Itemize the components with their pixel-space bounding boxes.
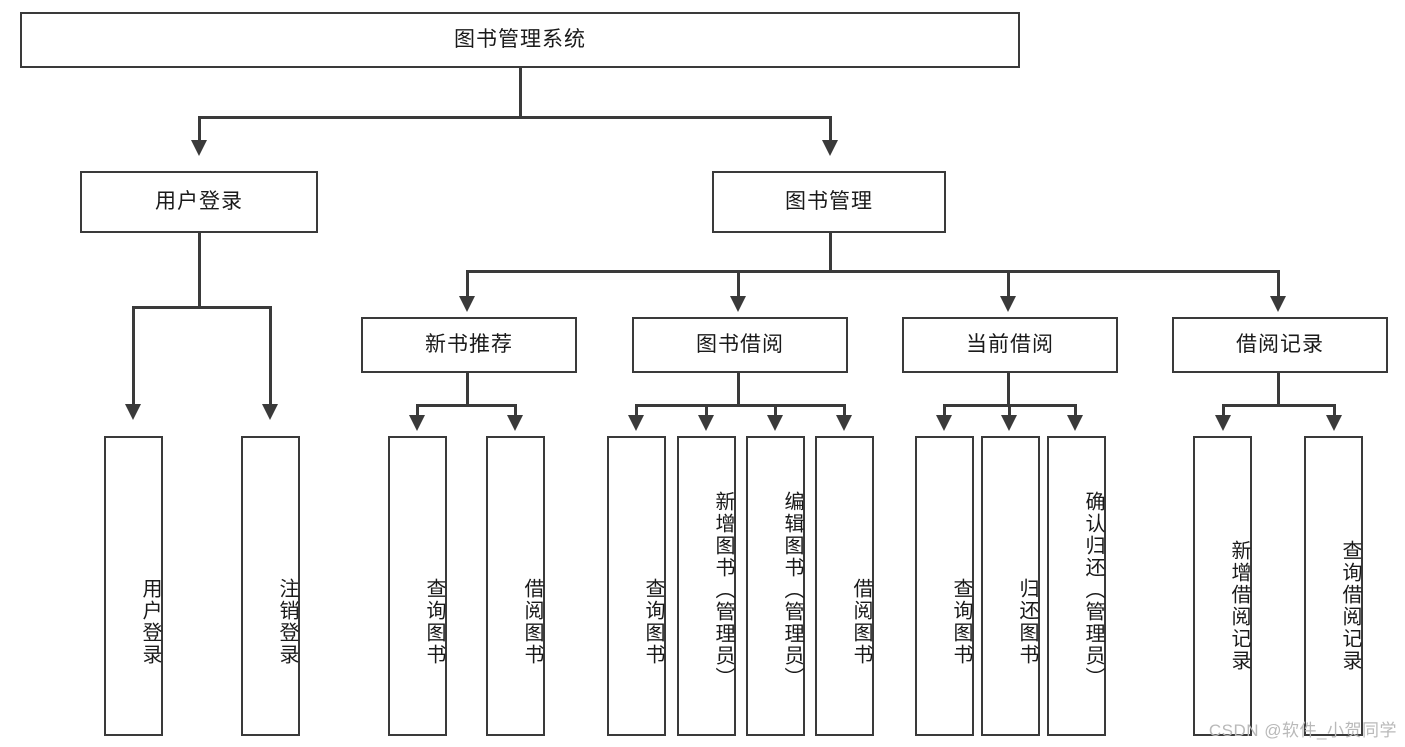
arrow-to-leaf-confirm-return xyxy=(1067,415,1083,431)
edge-bm-to-borrow-record xyxy=(1277,270,1280,298)
node-leaf-query-book-3[interactable]: 查询图书 xyxy=(915,436,974,736)
node-leaf-borrow-book-2-label: 借阅图书 xyxy=(850,578,872,666)
arrow-to-leaf-return-book xyxy=(1001,415,1017,431)
edge-br-to-leaf1 xyxy=(1222,404,1225,418)
edge-bb-to-leaf4 xyxy=(843,404,846,418)
arrow-to-leaf-query-book-2 xyxy=(628,415,644,431)
edge-cb-to-leaf3 xyxy=(1074,404,1077,418)
node-current-borrow-label: 当前借阅 xyxy=(966,332,1054,356)
node-leaf-query-book-3-label: 查询图书 xyxy=(950,578,972,666)
arrow-to-leaf-query-record xyxy=(1326,415,1342,431)
node-leaf-query-record[interactable]: 查询借阅记录 xyxy=(1304,436,1363,736)
node-current-borrow[interactable]: 当前借阅 xyxy=(902,317,1118,373)
arrow-to-user-login xyxy=(191,140,207,156)
arrow-to-borrow-record xyxy=(1270,296,1286,312)
node-leaf-query-book-1-label: 查询图书 xyxy=(423,578,445,666)
node-borrow-record[interactable]: 借阅记录 xyxy=(1172,317,1388,373)
node-leaf-edit-book-label: 编辑图书（管理员） xyxy=(781,491,803,689)
arrow-to-book-manage xyxy=(822,140,838,156)
node-new-book-recommend-label: 新书推荐 xyxy=(425,332,513,356)
node-leaf-add-record-label: 新增借阅记录 xyxy=(1228,540,1250,672)
edge-br-bus xyxy=(1222,404,1336,407)
edge-user-login-bus xyxy=(132,306,271,309)
edge-cb-to-leaf2 xyxy=(1008,404,1011,418)
node-leaf-confirm-return-label: 确认归还（管理员） xyxy=(1082,491,1104,689)
node-borrow-record-label: 借阅记录 xyxy=(1236,332,1324,356)
node-user-login[interactable]: 用户登录 xyxy=(80,171,318,233)
node-leaf-user-login[interactable]: 用户登录 xyxy=(104,436,163,736)
node-user-login-label: 用户登录 xyxy=(155,189,243,213)
node-leaf-logout-login-label: 注销登录 xyxy=(276,578,298,666)
node-book-borrow-label: 图书借阅 xyxy=(696,332,784,356)
node-leaf-add-book[interactable]: 新增图书（管理员） xyxy=(677,436,736,736)
node-leaf-user-login-label: 用户登录 xyxy=(139,578,161,666)
edge-br-stem xyxy=(1277,373,1280,406)
node-root-label: 图书管理系统 xyxy=(454,27,586,51)
node-book-manage[interactable]: 图书管理 xyxy=(712,171,946,233)
arrow-to-leaf-add-record xyxy=(1215,415,1231,431)
arrow-to-leaf-query-book-1 xyxy=(409,415,425,431)
arrow-to-book-borrow xyxy=(730,296,746,312)
node-leaf-edit-book[interactable]: 编辑图书（管理员） xyxy=(746,436,805,736)
node-leaf-logout-login[interactable]: 注销登录 xyxy=(241,436,300,736)
edge-bb-stem xyxy=(737,373,740,406)
edge-br-to-leaf2 xyxy=(1333,404,1336,418)
node-root[interactable]: 图书管理系统 xyxy=(20,12,1020,68)
node-leaf-query-book-1[interactable]: 查询图书 xyxy=(388,436,447,736)
edge-nbr-bus xyxy=(416,404,517,407)
node-leaf-borrow-book-2[interactable]: 借阅图书 xyxy=(815,436,874,736)
edge-root-bus xyxy=(198,116,832,119)
edge-cb-stem xyxy=(1007,373,1010,406)
node-leaf-query-book-2[interactable]: 查询图书 xyxy=(607,436,666,736)
node-leaf-query-record-label: 查询借阅记录 xyxy=(1339,540,1361,672)
edge-bb-to-leaf2 xyxy=(705,404,708,418)
arrow-to-leaf-logout-login xyxy=(262,404,278,420)
arrow-to-new-book-recommend xyxy=(459,296,475,312)
edge-bb-to-leaf3 xyxy=(774,404,777,418)
arrow-to-leaf-borrow-book-1 xyxy=(507,415,523,431)
node-book-manage-label: 图书管理 xyxy=(785,189,873,213)
edge-book-manage-stem xyxy=(829,233,832,272)
edge-user-login-stem xyxy=(198,233,201,308)
edge-bm-to-new-book xyxy=(466,270,469,298)
edge-nbr-to-leaf2 xyxy=(514,404,517,418)
edge-root-to-user-login xyxy=(198,116,201,143)
edge-user-login-to-leaf1 xyxy=(132,306,135,406)
edge-bb-bus xyxy=(635,404,845,407)
edge-user-login-to-leaf2 xyxy=(269,306,272,406)
node-leaf-borrow-book-1-label: 借阅图书 xyxy=(521,578,543,666)
edge-cb-to-leaf1 xyxy=(943,404,946,418)
edge-nbr-stem xyxy=(466,373,469,406)
node-leaf-confirm-return[interactable]: 确认归还（管理员） xyxy=(1047,436,1106,736)
node-leaf-borrow-book-1[interactable]: 借阅图书 xyxy=(486,436,545,736)
arrow-to-leaf-add-book xyxy=(698,415,714,431)
edge-bm-to-current-borrow xyxy=(1007,270,1010,298)
arrow-to-current-borrow xyxy=(1000,296,1016,312)
arrow-to-leaf-edit-book xyxy=(767,415,783,431)
node-leaf-return-book-label: 归还图书 xyxy=(1016,578,1038,666)
edge-book-manage-bus xyxy=(466,270,1280,273)
node-leaf-add-record[interactable]: 新增借阅记录 xyxy=(1193,436,1252,736)
node-leaf-add-book-label: 新增图书（管理员） xyxy=(712,491,734,689)
node-book-borrow[interactable]: 图书借阅 xyxy=(632,317,848,373)
edge-root-stem xyxy=(519,67,522,118)
edge-root-to-book-manage xyxy=(829,116,832,143)
node-leaf-query-book-2-label: 查询图书 xyxy=(642,578,664,666)
edge-bm-to-book-borrow xyxy=(737,270,740,298)
arrow-to-leaf-query-book-3 xyxy=(936,415,952,431)
edge-bb-to-leaf1 xyxy=(635,404,638,418)
node-leaf-return-book[interactable]: 归还图书 xyxy=(981,436,1040,736)
edge-nbr-to-leaf1 xyxy=(416,404,419,418)
node-new-book-recommend[interactable]: 新书推荐 xyxy=(361,317,577,373)
arrow-to-leaf-user-login xyxy=(125,404,141,420)
arrow-to-leaf-borrow-book-2 xyxy=(836,415,852,431)
